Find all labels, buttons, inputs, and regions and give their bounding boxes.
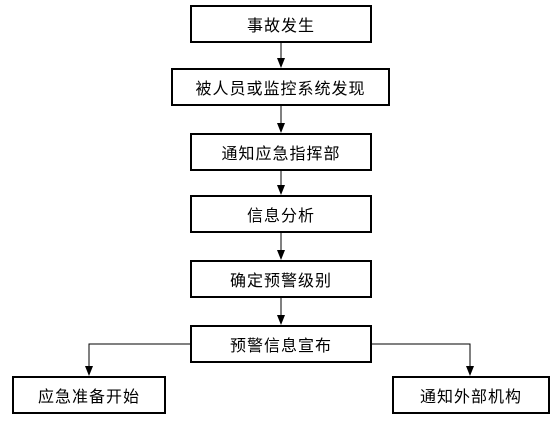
step-notify-emergency-command: 通知应急指挥部: [190, 133, 372, 171]
step-incident-occurs: 事故发生: [190, 5, 372, 43]
step-emergency-prep-start: 应急准备开始: [12, 376, 166, 414]
arrow-announce-to-notify-external: [372, 343, 474, 376]
step-discovered-by-staff-or-monitoring: 被人员或监控系统发现: [171, 68, 390, 106]
arrow-announce-to-prep-start: [85, 343, 190, 376]
step-notify-external-agencies: 通知外部机构: [392, 376, 550, 414]
step-information-analysis: 信息分析: [190, 195, 372, 233]
step-announce-warning: 预警信息宣布: [190, 325, 372, 363]
step-determine-warning-level: 确定预警级别: [190, 260, 372, 298]
